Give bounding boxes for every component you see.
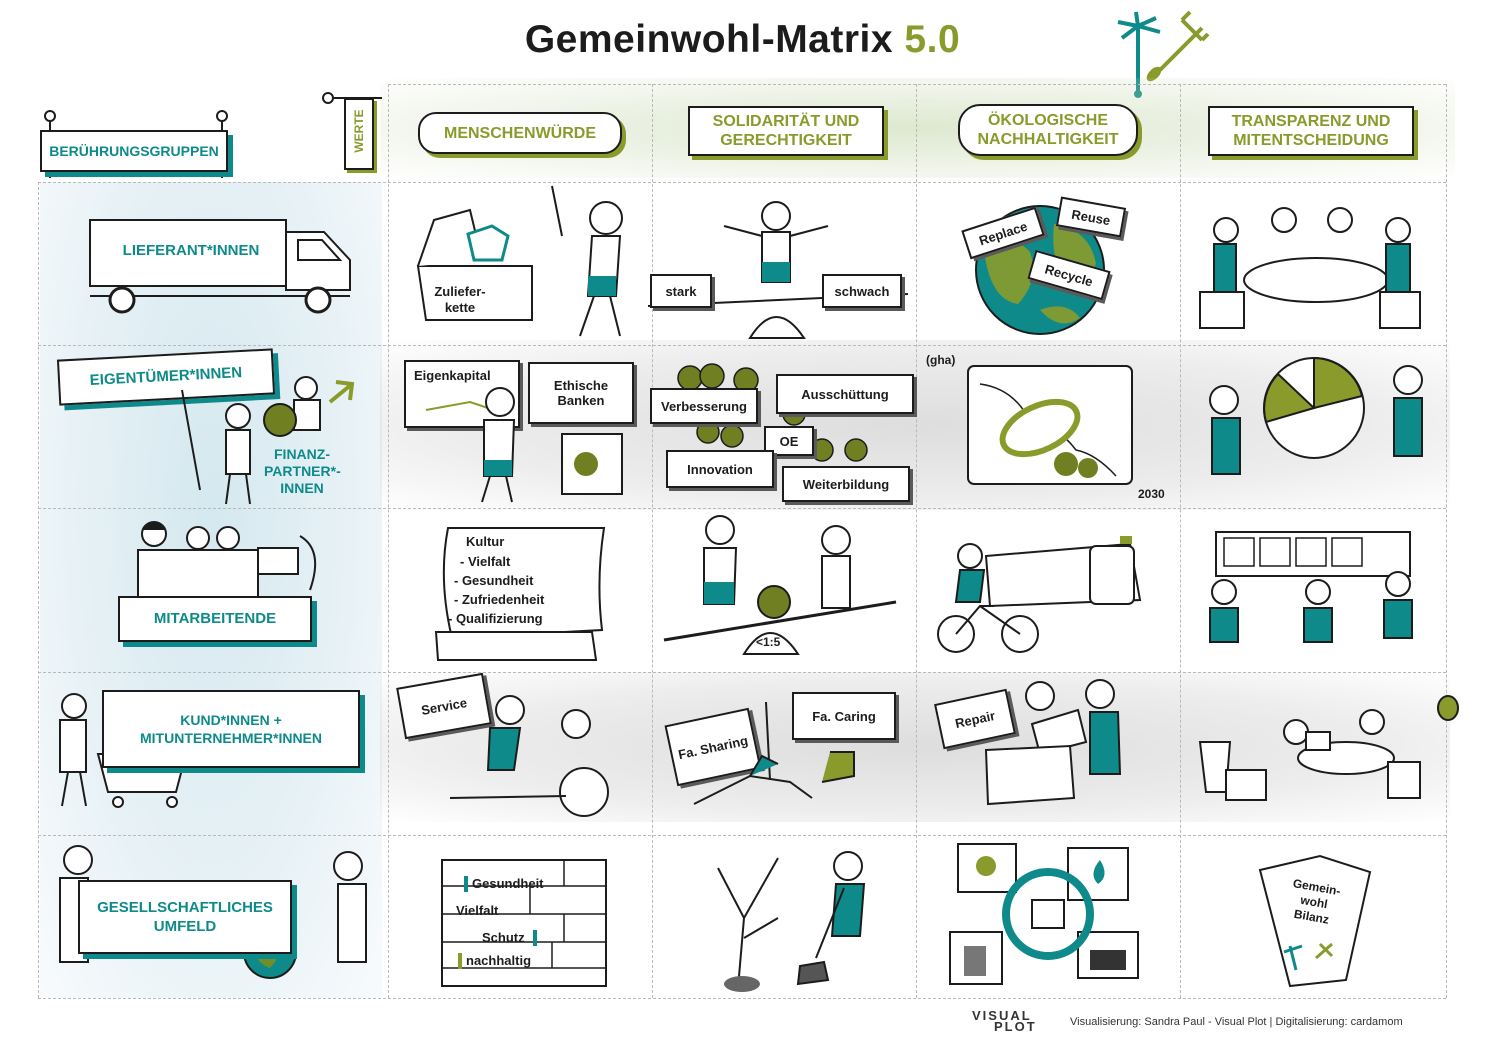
scroll-illustration bbox=[434, 527, 606, 661]
pay-ratio-illustration bbox=[663, 515, 897, 655]
grid-line bbox=[38, 835, 1446, 836]
brick-wall-illustration bbox=[441, 859, 607, 987]
brick-label: nachhaltig bbox=[458, 953, 531, 969]
report-booklet-illustration bbox=[1258, 854, 1372, 988]
page-title: Gemeinwohl-Matrix 5.0 bbox=[0, 18, 1485, 62]
money-bags-illustration bbox=[677, 363, 868, 462]
tree-planting-illustration bbox=[717, 851, 866, 992]
grid-line bbox=[38, 672, 1446, 673]
cell-label-ratio: <1:5 bbox=[756, 635, 781, 649]
value-header-transparenz: TRANSPARENZ UND MITENTSCHEIDUNG bbox=[1208, 106, 1414, 156]
cell-culture-item: - Zufriedenheit bbox=[454, 592, 545, 607]
cell-label-ausschuettung: Ausschüttung bbox=[776, 374, 914, 414]
owners-illustration bbox=[181, 376, 355, 505]
grid-line bbox=[38, 345, 1446, 346]
cell-culture-heading: Kultur bbox=[466, 534, 505, 549]
grid-line bbox=[916, 84, 917, 998]
pie-figures-illustration bbox=[1209, 356, 1423, 475]
cell-label-weiterbildung: Weiterbildung bbox=[782, 466, 910, 502]
grid-line bbox=[38, 182, 1446, 183]
cell-label-eigenkapital: Eigenkapital bbox=[414, 368, 491, 383]
logo-bottom-text: PLOT bbox=[994, 1019, 1037, 1034]
stakeholders-label: BERÜHRUNGSGRUPPEN bbox=[40, 130, 228, 172]
brick-label: Vielfalt bbox=[456, 903, 499, 918]
values-flag: WERTE bbox=[344, 98, 374, 170]
bank-safe-illustration bbox=[425, 387, 623, 503]
cell-culture-item: - Qualifizierung bbox=[448, 611, 543, 626]
credit-text: Visualisierung: Sandra Paul - Visual Plo… bbox=[1070, 1016, 1403, 1028]
truck-icon bbox=[89, 219, 351, 314]
footprint-frame-illustration bbox=[967, 365, 1133, 485]
grid-line bbox=[1180, 84, 1181, 998]
staff-illustration bbox=[137, 521, 317, 599]
brick-label: Schutz bbox=[482, 930, 537, 946]
group-label-kunden: KUND*INNEN + MITUNTERNEHMER*INNEN bbox=[102, 690, 360, 768]
title-text: Gemeinwohl-Matrix bbox=[524, 18, 894, 61]
recycling-cycle-illustration bbox=[949, 843, 1139, 985]
visual-plot-logo: VISUAL PLOT bbox=[972, 1008, 1056, 1034]
palm-tool-icon bbox=[1117, 10, 1210, 98]
repair-illustration bbox=[984, 679, 1122, 806]
brick-label: Gesundheit bbox=[464, 876, 544, 892]
values-label: WERTE bbox=[352, 109, 366, 153]
group-label-lieferanten: LIEFERANT*INNEN bbox=[122, 242, 260, 259]
cell-label-gha: (gha) bbox=[926, 353, 956, 367]
grid-line bbox=[652, 84, 653, 998]
value-header-menschenwuerde: MENSCHENWÜRDE bbox=[418, 112, 622, 154]
logo-top-text: VISUAL bbox=[972, 1008, 1032, 1023]
group-label-mitarbeitende: MITARBEITENDE bbox=[118, 596, 312, 642]
value-header-oekologie: ÖKOLOGISCHE NACHHALTIGKEIT bbox=[958, 104, 1138, 156]
group-label-kunden-text: KUND*INNEN + MITUNTERNEHMER*INNEN bbox=[140, 712, 322, 746]
grid-line bbox=[1446, 84, 1447, 998]
grid-line bbox=[38, 508, 1446, 509]
grid-line bbox=[38, 182, 39, 998]
cell-label-caring: Fa. Caring bbox=[792, 692, 896, 740]
grid-line bbox=[388, 84, 1446, 85]
supplychain-box-illustration bbox=[416, 185, 623, 337]
meeting-illustration bbox=[1199, 207, 1421, 329]
cell-label-verbesserung: Verbesserung bbox=[650, 388, 758, 424]
grid-line bbox=[38, 998, 1446, 999]
cell-label-ethische-banken: Ethische Banken bbox=[528, 362, 634, 424]
value-header-solidaritaet: SOLIDARITÄT UND GERECHTIGKEIT bbox=[688, 106, 884, 156]
lightbulb-idea-illustration bbox=[1198, 695, 1459, 801]
cell-culture-item: - Gesundheit bbox=[454, 573, 534, 588]
title-version: 5.0 bbox=[904, 18, 961, 61]
service-wheelchair-illustration bbox=[449, 695, 609, 817]
bike-train-illustration bbox=[937, 536, 1142, 653]
cell-label-2030: 2030 bbox=[1138, 487, 1165, 501]
cell-label-stark: stark bbox=[650, 274, 712, 308]
handshake-illustration bbox=[693, 701, 855, 805]
group-sublabel-finanzpartner: FINANZ-PARTNER*-INNEN bbox=[264, 446, 341, 496]
dashboard-team-illustration bbox=[1209, 531, 1413, 643]
balance-illustration bbox=[647, 201, 909, 339]
cell-label-zulieferkette: Zuliefer-kette bbox=[434, 284, 486, 315]
cell-label-innovation: Innovation bbox=[666, 450, 774, 488]
cell-culture-item: - Vielfalt bbox=[460, 554, 511, 569]
cell-label-schwach: schwach bbox=[822, 274, 902, 308]
group-label-gesellschaft: GESELLSCHAFTLICHES UMFELD bbox=[78, 880, 292, 954]
grid-line bbox=[388, 84, 389, 998]
